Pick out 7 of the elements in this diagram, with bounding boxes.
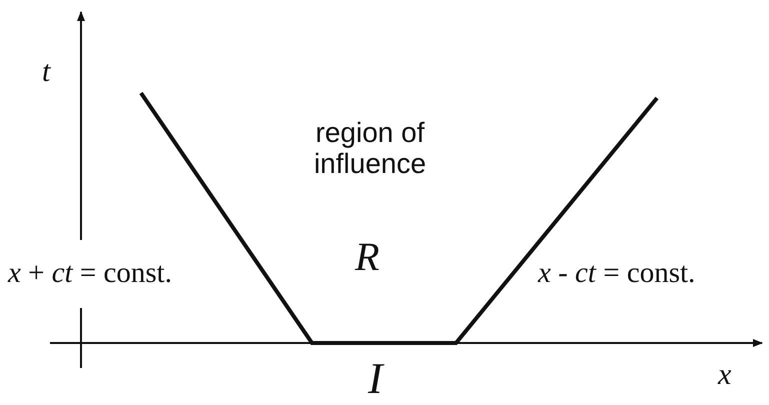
axis-label: x [718,358,732,391]
region-label: region of influence [312,118,428,180]
characteristic-equation: x + ct = const. [8,258,172,290]
interval-symbol: I [368,355,383,404]
axis-label: t [42,55,50,88]
region-symbol: R [355,235,380,279]
characteristic-equation: x - ct = const. [538,258,696,290]
